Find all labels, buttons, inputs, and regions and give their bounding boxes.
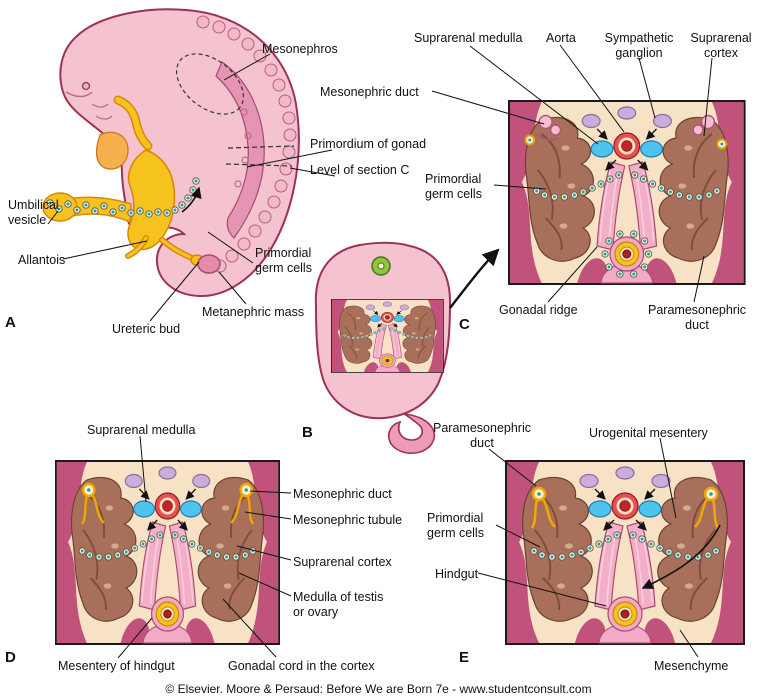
- label-gonadal-ridge: Gonadal ridge: [499, 303, 578, 317]
- label-paramesonephric-duct-c: Paramesonephric duct: [648, 303, 746, 332]
- mesentery-arrow: [641, 524, 721, 589]
- label-mesonephric-tubule: Mesonephric tubule: [293, 513, 403, 527]
- migration-arrow: [181, 186, 202, 213]
- metanephric-mass-shape: [197, 254, 221, 274]
- section-b-overview: [314, 241, 500, 454]
- panel-letter-d: D: [5, 649, 16, 666]
- somites: [196, 15, 297, 273]
- label-suprarenal-medulla-c: Suprarenal medulla: [414, 31, 523, 45]
- label-suprarenal-medulla-d: Suprarenal medulla: [87, 423, 196, 437]
- label-mesonephros: Mesonephros: [262, 42, 338, 56]
- label-mesentery-of-hindgut: Mesentery of hindgut: [58, 659, 175, 673]
- label-primordial-germ-cells-a: Primordial germ cells: [255, 246, 312, 275]
- section-c: [509, 101, 745, 284]
- label-mesenchyme: Mesenchyme: [654, 659, 729, 673]
- embryo-illustration: [42, 8, 300, 298]
- label-level-of-section-c: Level of section C: [310, 163, 410, 177]
- panel-letter-b: B: [302, 424, 313, 441]
- label-suprarenal-cortex-d: Suprarenal cortex: [293, 555, 392, 569]
- label-medulla-of-testis: Medulla of testis or ovary: [293, 590, 384, 619]
- section-e: [506, 461, 744, 644]
- label-ureteric-bud: Ureteric bud: [112, 322, 181, 336]
- tail-shape: [387, 413, 436, 454]
- label-hindgut: Hindgut: [435, 567, 479, 581]
- label-gonadal-cord: Gonadal cord in the cortex: [228, 659, 375, 673]
- enlargement-arrow: [449, 248, 500, 309]
- label-primordium-of-gonad: Primordium of gonad: [310, 137, 427, 151]
- copyright-credit: © Elsevier. Moore & Persaud: Before We a…: [165, 682, 592, 696]
- label-aorta: Aorta: [546, 31, 576, 45]
- heart-shape: [95, 131, 129, 170]
- eye: [81, 81, 91, 91]
- label-mesonephric-duct-d: Mesonephric duct: [293, 487, 392, 501]
- label-suprarenal-cortex-c: Suprarenal cortex: [690, 31, 752, 60]
- label-urogenital-mesentery: Urogenital mesentery: [589, 426, 708, 440]
- leader-lines: [47, 44, 713, 659]
- panel-letter-c: C: [459, 316, 470, 333]
- panel-letter-a: A: [5, 314, 16, 331]
- label-metanephric-mass: Metanephric mass: [202, 305, 305, 319]
- label-umbilical-vesicle: Umbilical vesicle: [8, 198, 59, 227]
- label-sympathetic-ganglion: Sympathetic ganglion: [604, 31, 674, 60]
- panel-letter-e: E: [459, 649, 470, 666]
- label-primordial-germ-cells-e: Primordial germ cells: [427, 511, 484, 540]
- label-mesonephric-duct-c: Mesonephric duct: [320, 85, 419, 99]
- label-allantois: Allantois: [18, 253, 66, 267]
- label-paramesonephric-duct-e: Paramesonephric duct: [433, 421, 531, 450]
- label-primordial-germ-cells-c: Primordial germ cells: [425, 172, 482, 201]
- section-d: [56, 461, 279, 644]
- gut-tube: [42, 95, 204, 266]
